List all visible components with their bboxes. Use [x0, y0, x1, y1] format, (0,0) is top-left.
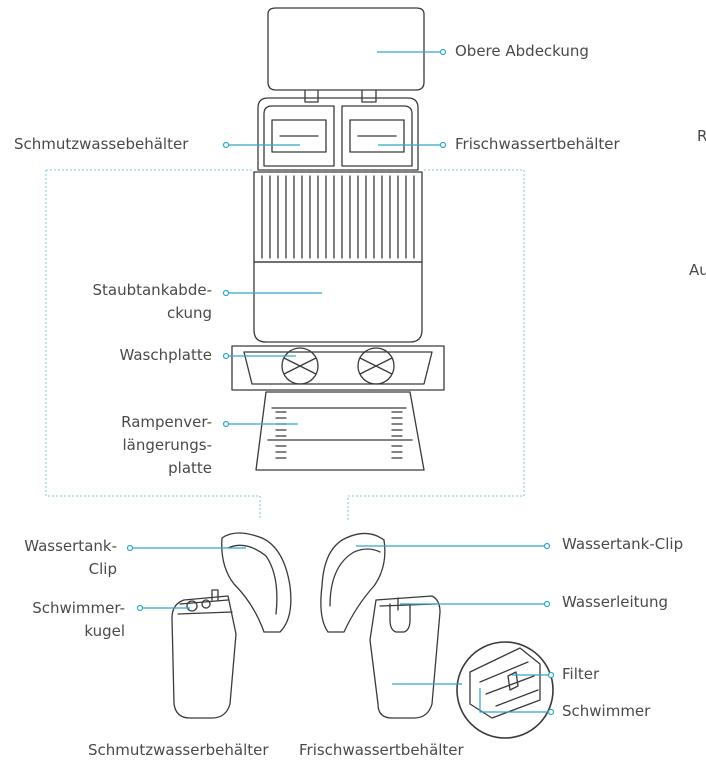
label-clip-right: Wassertank-Clip	[562, 535, 684, 553]
label-clip-left-line2: Clip	[88, 560, 117, 578]
label-wasserleitung: Wasserleitung	[562, 593, 669, 611]
label-schmutzwassebehaelter: Schmutzwassebehälter	[14, 135, 189, 153]
magnifier-inset	[456, 641, 554, 739]
label-rampe-line2: längerungs-	[122, 436, 212, 454]
label-frischwassertbehaelter: Frischwassertbehälter	[455, 135, 620, 153]
caption-dirty-water-tank: Schmutzwasserbehälter	[88, 741, 269, 759]
caption-fresh-water-tank: Frischwassertbehälter	[299, 741, 464, 759]
label-schwimmer: Schwimmer	[562, 702, 651, 720]
label-schwimmerkugel-line1: Schwimmer-	[32, 599, 125, 617]
wash-plate	[231, 345, 445, 391]
label-clip-left-line1: Wassertank-	[24, 537, 117, 555]
label-staubtank-line1: Staubtankabde-	[92, 281, 212, 299]
label-obere-abdeckung: Obere Abdeckung	[455, 42, 589, 60]
ramp-extension	[255, 391, 425, 471]
fresh-water-tank	[320, 532, 441, 719]
ribbed-body	[253, 171, 423, 263]
label-filter: Filter	[562, 665, 600, 683]
label-staubtank-line2: ckung	[166, 304, 212, 322]
dirty-water-tank	[171, 532, 292, 719]
label-waschplatte: Waschplatte	[119, 346, 212, 364]
dust-tank-cover	[253, 261, 423, 343]
tank-compartment	[257, 97, 419, 171]
top-cover	[267, 7, 425, 103]
label-rampe-line1: Rampenver-	[121, 413, 212, 431]
leader-schwimmer	[479, 688, 548, 713]
edge-text-au: Au	[689, 261, 706, 279]
label-rampe-line3: platte	[168, 459, 212, 477]
edge-text-r: R	[697, 127, 706, 145]
dotted-boundary	[45, 169, 525, 520]
label-schwimmerkugel-line2: kugel	[84, 622, 125, 640]
